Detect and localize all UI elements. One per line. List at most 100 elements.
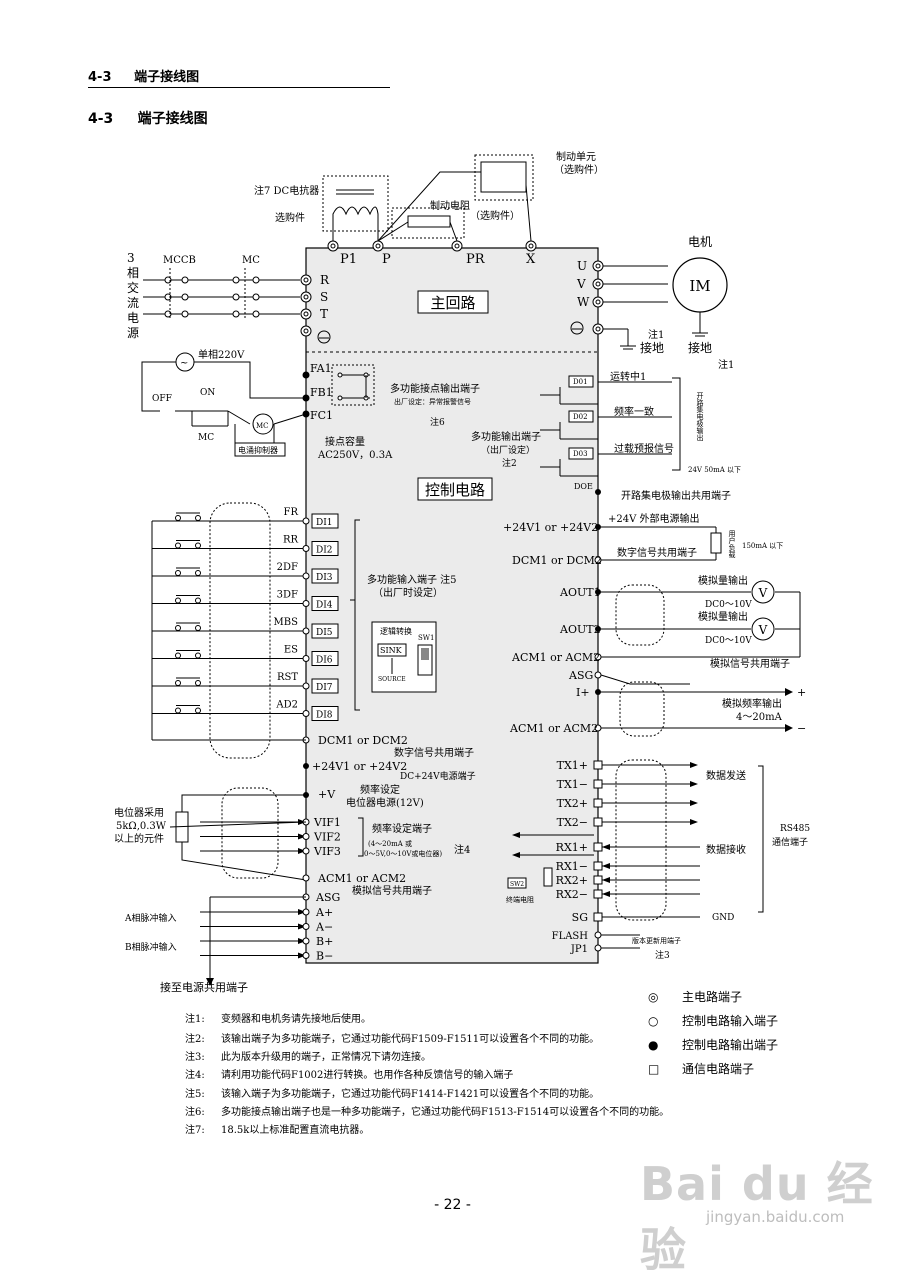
comm-terminal-label: JP1 xyxy=(570,944,588,955)
di-contact xyxy=(175,707,181,714)
pulse-dot xyxy=(302,952,310,959)
comm-tx-arrow xyxy=(690,762,698,768)
comm-rx-arrow xyxy=(602,844,610,850)
note-6-text: 多功能接点输出端子也是一种多功能端子，它通过功能代码F1513-F1514可以设… xyxy=(221,1107,670,1118)
note-7-text: 18.5k以上标准配置直流电抗器。 xyxy=(221,1125,370,1136)
comm-terminal-label: RX2− xyxy=(556,888,588,901)
pot-label-1: 5kΩ,0.3W xyxy=(116,821,167,832)
di-name: AD2 xyxy=(275,700,298,711)
di-terminal-box xyxy=(311,623,339,639)
source-label: SOURCE xyxy=(378,676,406,683)
legend-main-icon: ◎ xyxy=(648,990,659,1004)
di-sub: （出厂时设定） xyxy=(373,586,443,599)
di-terminal-label: DI2 xyxy=(316,546,333,556)
header-title: 端子接线图 xyxy=(134,70,200,85)
fi-note: 注4 xyxy=(454,843,470,856)
section-number: 4-3 xyxy=(88,111,114,127)
comm-terminal-label: SG xyxy=(572,911,588,924)
vif-dot xyxy=(302,833,310,840)
dc-reactor-coil xyxy=(332,206,379,241)
dc-reactor-box xyxy=(322,175,389,232)
pulse-label: A− xyxy=(315,921,333,934)
label-doe: DOE xyxy=(574,482,593,491)
ao-common: 模拟信号共用端子 xyxy=(710,657,790,670)
source-label-2: 交 xyxy=(127,280,139,295)
oc-sub: （出厂设定） xyxy=(481,444,535,456)
sw2-label: SW2 xyxy=(510,881,524,888)
brake-resistor xyxy=(407,215,451,228)
meter-1: V xyxy=(758,586,768,600)
svg-text:~: ~ xyxy=(180,358,188,369)
comm-terminal-label: TX1− xyxy=(557,778,588,791)
di-contact xyxy=(175,542,181,549)
note-1-label: 注1: xyxy=(185,1014,205,1025)
di-contact xyxy=(175,515,181,521)
label-r: R xyxy=(320,273,330,287)
dc-reactor-label: 注7 DC电抗器 xyxy=(254,184,319,197)
comm-terminal-box xyxy=(593,889,603,899)
note-7-label: 注7: xyxy=(185,1125,205,1136)
fi-title: 频率设定端子 xyxy=(372,822,432,835)
di-terminal-label: DI6 xyxy=(316,656,333,666)
label-v: V xyxy=(576,277,586,291)
comm-send: 数据发送 xyxy=(706,769,746,782)
ao-iplus: I+ xyxy=(576,686,590,699)
oc-note: 注2 xyxy=(502,457,517,469)
di-terminal-label: DI4 xyxy=(316,601,333,611)
comm-terminal-box xyxy=(593,842,603,852)
di-title: 多功能输入端子 注5 xyxy=(367,573,457,586)
comm-terminal-box xyxy=(593,760,603,770)
pot-label-0: 电位器采用 xyxy=(114,806,164,819)
di-contact xyxy=(195,542,201,549)
di-contact xyxy=(195,652,201,659)
rp-dcm-label: 数字信号共用端子 xyxy=(617,546,697,559)
pot-label-2: 以上的元件 xyxy=(114,832,164,845)
label-fc1: FC1 xyxy=(310,409,333,422)
di-contact xyxy=(175,625,181,631)
pulse-label: A+ xyxy=(315,906,333,919)
legend-ctrl-in: ○控制电路输入端子 xyxy=(648,1012,778,1029)
section-title: 端子接线图 xyxy=(137,111,208,127)
di-terminal-box xyxy=(311,513,339,529)
di-terminal-dot xyxy=(302,545,310,552)
comm-terminal-box xyxy=(593,875,603,885)
di-terminal-box xyxy=(311,706,339,721)
legend-ctrl-in-icon: ○ xyxy=(648,1014,659,1028)
di-contact xyxy=(195,707,201,714)
label-fa1: FA1 xyxy=(310,362,332,375)
ao-minus: − xyxy=(797,722,806,735)
ground-label-1: 接地 xyxy=(640,340,664,355)
fi-pv: +V xyxy=(318,788,336,801)
off-label: OFF xyxy=(152,394,172,404)
source-label-1: 相 xyxy=(127,266,139,280)
legend-ctrl-out-label: 控制电路输出端子 xyxy=(682,1038,779,1052)
page-number: - 22 - xyxy=(434,1197,471,1213)
di-terminal-box xyxy=(311,596,339,611)
label-d01: D01 xyxy=(573,378,588,386)
ao-plus: + xyxy=(797,686,806,699)
comm-rx-arrow xyxy=(602,891,610,897)
vif-label: VIF3 xyxy=(313,845,341,858)
di-contact xyxy=(175,680,181,686)
label-p: P xyxy=(382,252,391,267)
relay-title: 多功能接点输出端子 xyxy=(390,382,480,395)
ao-acm-2: ACM1 or ACM2 xyxy=(509,722,598,735)
comm-terminal-label: TX2− xyxy=(557,816,588,829)
ao-title-1: 模拟量输出 xyxy=(698,574,748,587)
oc-rating: 24V 50mA 以下 xyxy=(688,466,741,474)
comm-rx-arrow xyxy=(602,877,610,883)
vif-label: VIF2 xyxy=(313,831,341,844)
comm-rs485: RS485 xyxy=(780,824,810,834)
label-pr: PR xyxy=(466,252,486,267)
di-terminal-dot xyxy=(302,655,310,662)
running-header: 4-3 端子接线图 xyxy=(88,66,199,85)
ao-range-1: DC0～10V xyxy=(705,600,752,610)
ao-acm: ACM1 or ACM2 xyxy=(511,651,600,664)
main-circuit-label: 主回路 xyxy=(430,294,475,312)
motor-name: IM xyxy=(689,277,710,295)
control-circuit-label: 控制电路 xyxy=(425,481,485,499)
mccb-label: MCCB xyxy=(163,255,196,266)
brake-unit-optional: （选购件） xyxy=(554,163,604,176)
label-d03: D03 xyxy=(573,450,588,458)
motor-note1b: 注1 xyxy=(718,358,734,371)
